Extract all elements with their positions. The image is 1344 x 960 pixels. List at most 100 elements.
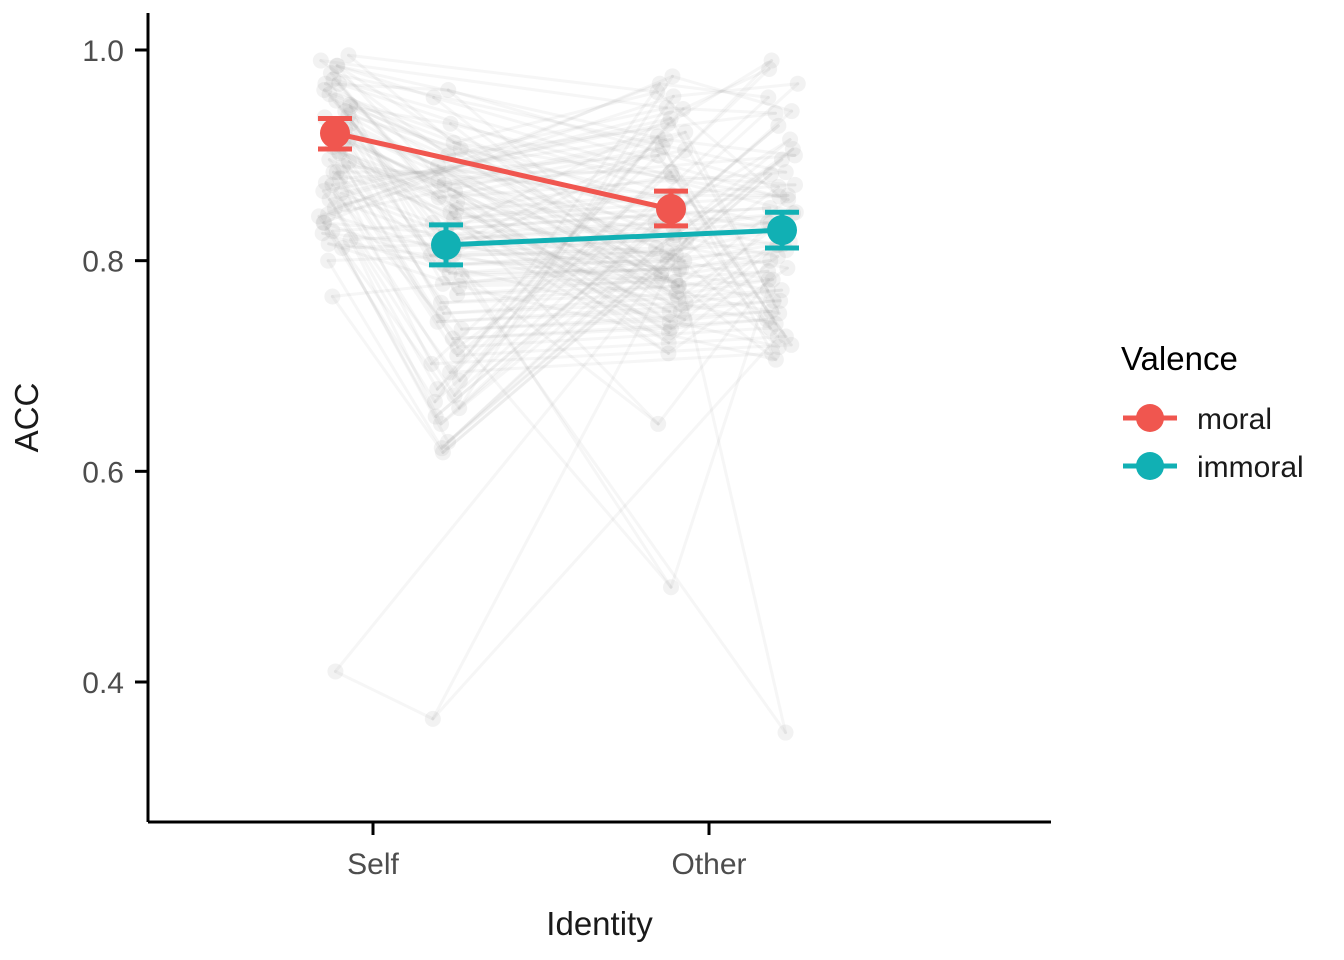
subject-line <box>435 107 685 391</box>
subject-point <box>432 415 449 432</box>
subject-point <box>342 96 359 113</box>
subject-line <box>656 153 793 347</box>
subject-point <box>665 88 682 105</box>
subject-line <box>432 95 790 202</box>
subject-point <box>677 142 694 159</box>
subject-point <box>777 328 794 345</box>
subject-line <box>447 259 686 267</box>
subject-point <box>660 334 677 351</box>
subject-line <box>334 99 449 250</box>
subject-line <box>445 225 675 242</box>
subject-line <box>333 94 675 210</box>
subject-point <box>425 89 442 106</box>
subject-line <box>436 179 671 334</box>
subject-line <box>441 172 773 454</box>
mean-point-immoral-self[interactable] <box>431 229 461 260</box>
subject-point <box>760 271 777 288</box>
subject-line <box>322 221 446 267</box>
x-tick-label-other: Other <box>671 848 746 881</box>
subject-line <box>448 134 660 374</box>
subject-line <box>441 259 670 454</box>
subject-point <box>773 151 790 168</box>
subject-point <box>773 282 790 299</box>
subject-point <box>328 92 345 109</box>
subject-line <box>656 278 771 426</box>
subject-point <box>760 89 777 106</box>
subject-point <box>780 187 797 204</box>
subject-line <box>442 301 688 315</box>
mean-point-moral-self[interactable] <box>320 118 350 149</box>
subject-line <box>348 105 680 301</box>
subject-point <box>442 204 459 221</box>
subject-line <box>674 252 781 349</box>
subject-point <box>337 103 354 120</box>
subject-point <box>426 393 443 410</box>
subject-point <box>784 141 801 158</box>
subject-point <box>316 214 333 231</box>
legend-item-immoral[interactable]: immoral <box>1123 451 1304 484</box>
subject-line <box>656 134 774 355</box>
legend-label-moral: moral <box>1197 403 1272 436</box>
subject-point <box>677 124 694 141</box>
subject-point <box>453 321 470 338</box>
subject-line <box>324 181 435 225</box>
subject-point <box>664 68 681 85</box>
subject-point <box>432 294 449 311</box>
subject-point <box>314 225 331 242</box>
subject-point <box>324 223 341 240</box>
subject-point <box>449 286 466 303</box>
subject-point <box>436 176 453 193</box>
subject-line <box>677 267 788 735</box>
subject-line <box>446 147 795 444</box>
subject-line <box>323 82 663 275</box>
subject-line <box>453 189 671 345</box>
subject-line <box>673 147 795 237</box>
subject-line <box>327 158 455 341</box>
subject-point <box>662 110 679 127</box>
subject-line <box>658 82 770 99</box>
subject-point <box>325 164 342 181</box>
subject-line <box>341 164 460 349</box>
subject-line <box>444 116 673 235</box>
legend-item-moral[interactable]: moral <box>1123 403 1272 436</box>
subject-line <box>684 288 784 305</box>
subject-point <box>328 164 345 181</box>
subject-point <box>672 303 689 320</box>
subject-line <box>455 200 670 355</box>
subject-point <box>315 214 332 231</box>
subject-line <box>431 238 688 721</box>
subject-line <box>448 351 774 374</box>
subject-point <box>651 75 668 92</box>
subject-point <box>771 305 788 322</box>
mean-point-immoral-other[interactable] <box>767 215 797 246</box>
subject-line <box>317 82 662 218</box>
subject-point <box>677 294 694 311</box>
subject-point <box>429 157 446 174</box>
subject-point <box>789 75 806 92</box>
subject-line <box>453 94 675 397</box>
subject-line <box>342 130 687 206</box>
subject-line <box>347 138 446 315</box>
subject-line <box>452 90 659 145</box>
subject-point <box>333 185 350 202</box>
subject-line <box>460 309 773 331</box>
subject-line <box>436 164 672 324</box>
subject-point <box>433 440 450 457</box>
subject-line <box>448 210 660 426</box>
subject-point <box>671 261 688 278</box>
subject-point <box>661 303 678 320</box>
mean-point-moral-other[interactable] <box>656 194 686 225</box>
legend-key-point-moral <box>1136 404 1164 432</box>
subject-point <box>317 75 334 92</box>
subject-point <box>663 579 680 596</box>
subject-line <box>666 59 774 126</box>
subject-line <box>348 103 669 254</box>
subject-point <box>764 345 781 362</box>
subject-point <box>331 75 348 92</box>
subject-point <box>786 147 803 164</box>
subject-line <box>347 160 670 355</box>
subject-line <box>317 214 437 404</box>
subject-line <box>331 170 660 426</box>
subject-point <box>327 663 344 680</box>
